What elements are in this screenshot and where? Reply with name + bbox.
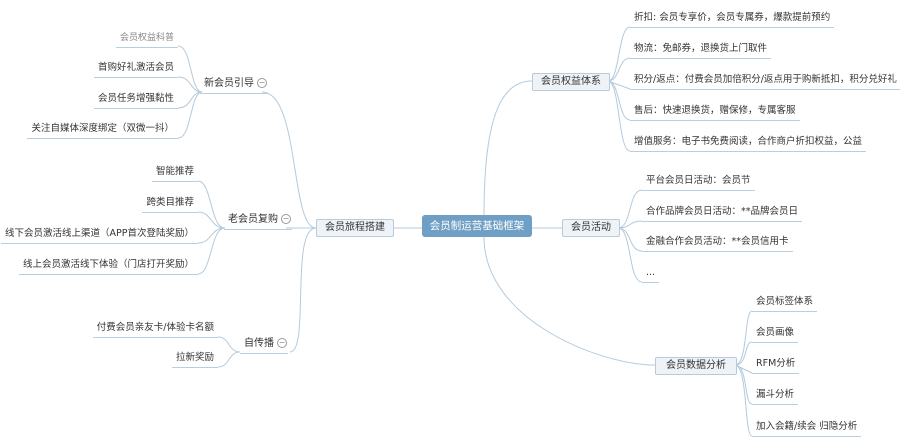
- list-item[interactable]: 物流：免邮券，退换货上门取件: [630, 43, 772, 59]
- list-item[interactable]: 会员权益科普: [115, 32, 178, 48]
- collapse-icon[interactable]: −: [277, 338, 287, 348]
- branch-member-benefits[interactable]: 会员权益体系: [532, 73, 610, 91]
- list-item[interactable]: 首购好礼激活会员: [93, 62, 178, 78]
- list-item[interactable]: 漏斗分析: [752, 389, 799, 405]
- list-item[interactable]: 智能推荐: [151, 166, 198, 182]
- list-item[interactable]: 关注自媒体深度绑定（双微一抖）: [27, 123, 178, 139]
- list-item[interactable]: 付费会员亲友卡/体验卡名额: [92, 322, 218, 338]
- list-item[interactable]: 折扣: 会员专享价，会员专属券，爆款提前预约: [630, 12, 835, 28]
- list-item[interactable]: 会员画像: [752, 327, 799, 343]
- list-item[interactable]: 平台会员日活动：会员节: [642, 175, 755, 191]
- group-returning-member[interactable]: 老会员复购−: [224, 213, 292, 230]
- list-item[interactable]: RFM分析: [752, 358, 800, 374]
- group-new-member[interactable]: 新会员引导−: [200, 77, 268, 94]
- list-item[interactable]: 线上会员激活线下体验（门店打开奖励）: [18, 259, 198, 275]
- list-item[interactable]: ...: [642, 267, 660, 283]
- branch-member-data-analysis[interactable]: 会员数据分析: [655, 357, 737, 375]
- collapse-icon[interactable]: −: [257, 78, 267, 88]
- group-label: 老会员复购: [228, 214, 278, 225]
- list-item[interactable]: 会员标签体系: [752, 296, 818, 312]
- group-label: 自传播: [244, 338, 274, 349]
- list-item[interactable]: 加入会籍/续会 归隐分析: [752, 421, 862, 437]
- collapse-icon[interactable]: −: [281, 214, 291, 224]
- list-item[interactable]: 跨类目推荐: [142, 197, 198, 213]
- list-item[interactable]: 拉新奖励: [171, 352, 218, 368]
- list-item[interactable]: 积分/返点：付费会员加倍积分/返点用于购新抵扣，积分兑好礼: [630, 74, 900, 90]
- list-item[interactable]: 合作品牌会员日活动：**品牌会员日: [642, 206, 803, 222]
- branch-member-activities[interactable]: 会员活动: [562, 219, 620, 237]
- list-item[interactable]: 会员任务增强黏性: [93, 93, 178, 109]
- root-node[interactable]: 会员制运营基础框架: [422, 215, 532, 237]
- branch-member-journey[interactable]: 会员旅程搭建: [316, 219, 394, 237]
- list-item[interactable]: 金融合作会员活动：**会员信用卡: [642, 236, 793, 252]
- list-item[interactable]: 线下会员激活线上渠道（APP首次登陆奖励）: [1, 228, 198, 244]
- list-item[interactable]: 增值服务：电子书免费阅读，合作商户折扣权益，公益: [630, 136, 867, 152]
- group-label: 新会员引导: [204, 78, 254, 89]
- list-item[interactable]: 售后：快速退换货，赠保修，专属客服: [630, 105, 800, 121]
- group-self-spread[interactable]: 自传播−: [240, 337, 288, 354]
